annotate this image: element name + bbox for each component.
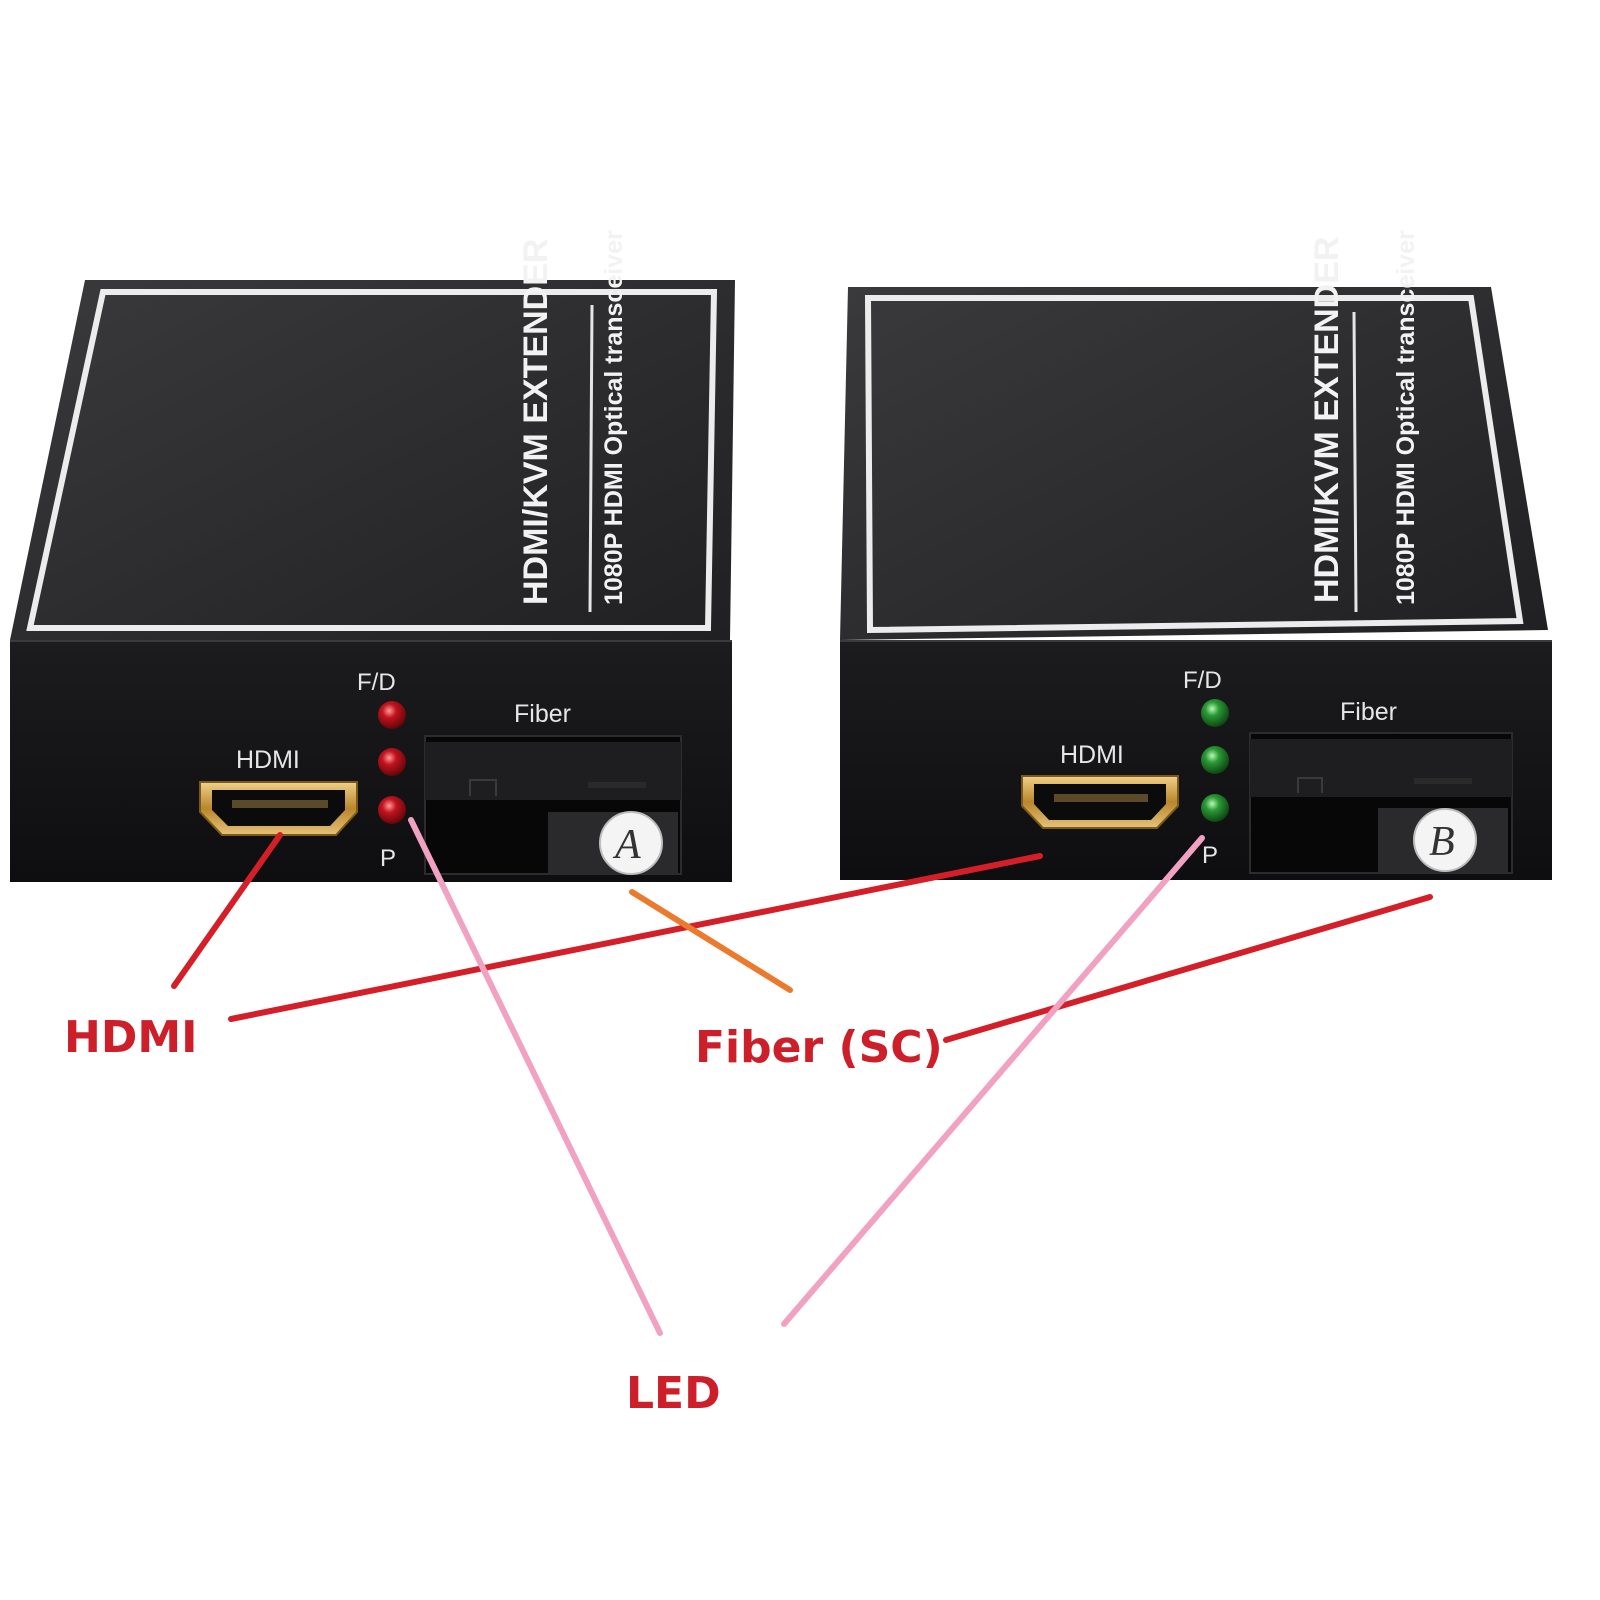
device-a-port-letter: A [612, 822, 641, 868]
hdmi-callout-label: HDMI [64, 1012, 198, 1063]
fiber-callout-line-a [629, 889, 793, 993]
device-b-led-p-label: P [1202, 842, 1218, 869]
device-a-hdmi-label: HDMI [236, 746, 300, 774]
fiber-callout-line-b [943, 894, 1433, 1043]
device-b-led-1 [1201, 699, 1229, 727]
fiber-callout-label: Fiber (SC) [695, 1022, 943, 1073]
device-b-top-border [864, 295, 1524, 634]
device-b-hdmi-label: HDMI [1060, 741, 1124, 769]
device-b-hdmi-port[interactable] [1021, 775, 1179, 829]
device-b-fiber-label: Fiber [1340, 698, 1397, 726]
device-b-led-3 [1201, 794, 1229, 822]
device-a: HDMI/KVM EXTENDER 1080P HDMI Optical tra… [10, 230, 735, 882]
device-a-fiber-port[interactable]: A [424, 735, 682, 875]
led-callout-line-b [781, 835, 1205, 1327]
device-b-top [840, 287, 1548, 640]
device-a-top-divider [588, 304, 594, 613]
device-a-top-subtitle: 1080P HDMI Optical transceiver [600, 230, 628, 605]
device-b-led-2 [1201, 746, 1229, 774]
device-a-top-title: HDMI/KVM EXTENDER [517, 239, 555, 605]
device-a-led-1 [378, 701, 406, 729]
hdmi-callout-line-a [171, 832, 283, 989]
device-a-top-border [26, 289, 718, 631]
device-b-top-divider [1352, 311, 1358, 613]
device-a-fiber-label: Fiber [514, 700, 571, 728]
device-a-led-3 [378, 796, 406, 824]
device-a-led-p-label: P [380, 845, 396, 872]
hdmi-callout-line-b [228, 853, 1043, 1022]
device-b-top-title: HDMI/KVM EXTENDER [1308, 237, 1346, 603]
device-b-top-subtitle: 1080P HDMI Optical transceiver [1392, 230, 1420, 605]
led-callout-label: LED [626, 1368, 721, 1419]
device-a-led-fd-label: F/D [357, 669, 396, 696]
led-callout-line-a [408, 817, 663, 1336]
device-a-led-2 [378, 748, 406, 776]
device-b-port-letter: B [1429, 819, 1455, 865]
device-a-top [10, 280, 735, 640]
device-b: HDMI/KVM EXTENDER 1080P HDMI Optical tra… [840, 230, 1552, 880]
device-a-hdmi-port[interactable] [199, 781, 358, 836]
device-b-led-fd-label: F/D [1183, 667, 1222, 694]
callout-lines [171, 817, 1433, 1336]
device-b-fiber-port[interactable]: B [1249, 732, 1513, 874]
